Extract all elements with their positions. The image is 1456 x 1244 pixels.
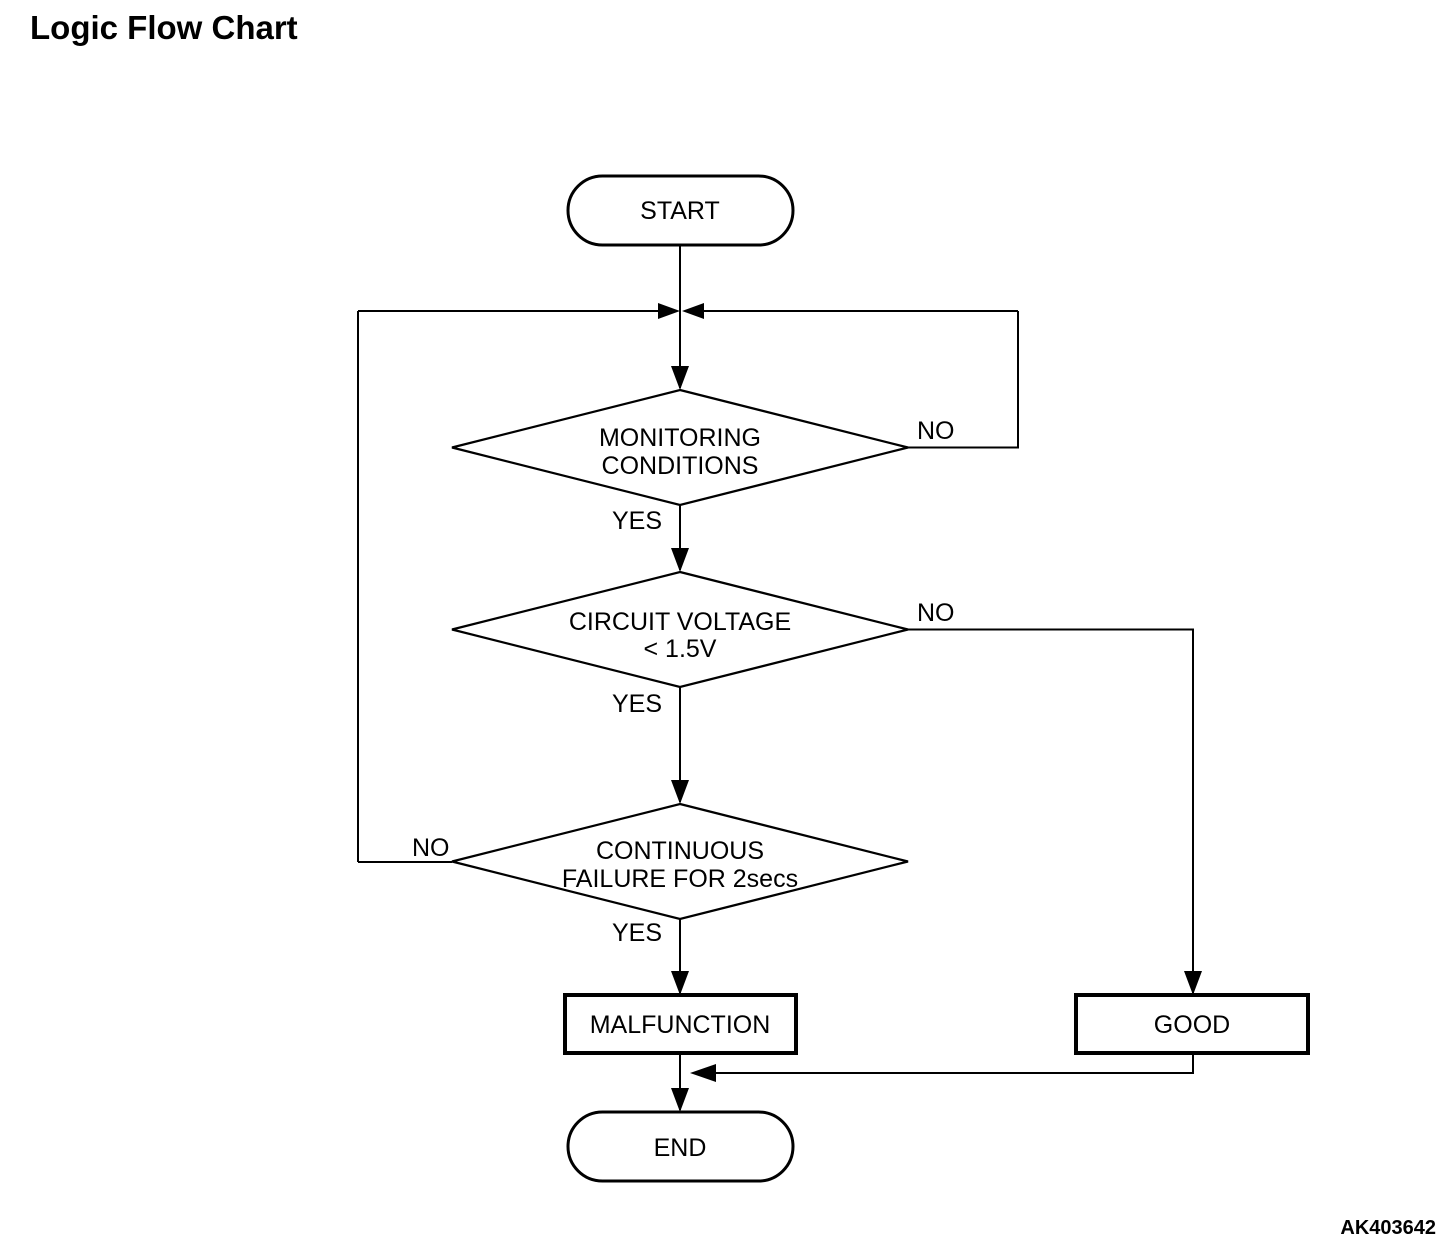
node-malfunction: MALFUNCTION <box>563 993 798 1055</box>
node-circuit-voltage: CIRCUIT VOLTAGE < 1.5V <box>451 570 909 689</box>
start-terminator-shape <box>566 174 795 247</box>
edge-monitoring-no <box>908 311 1019 449</box>
failure-label-line2: FAILURE FOR 2secs <box>562 865 798 893</box>
voltage-label-line2: < 1.5V <box>644 635 717 663</box>
monitoring-decision-diamond <box>451 388 909 507</box>
arrowhead-into-monitoring <box>671 366 689 390</box>
monitoring-label-line1: MONITORING <box>599 424 761 452</box>
voltage-label-line1: CIRCUIT VOLTAGE <box>569 608 791 636</box>
label-voltage-yes: YES <box>612 690 662 718</box>
arrowhead-junction-from-left <box>658 303 680 319</box>
node-end: END <box>566 1110 795 1183</box>
failure-label-line1: CONTINUOUS <box>596 837 764 865</box>
node-good: GOOD <box>1074 993 1310 1055</box>
arrowhead-into-malfunction <box>671 971 689 995</box>
end-terminator-shape <box>566 1110 795 1183</box>
label-monitoring-yes: YES <box>612 507 662 535</box>
malfunction-label: MALFUNCTION <box>590 1011 771 1039</box>
label-voltage-no: NO <box>917 599 955 627</box>
start-label: START <box>640 197 720 225</box>
figure-code: AK403642 <box>1340 1217 1436 1239</box>
label-failure-yes: YES <box>612 919 662 947</box>
edge-voltage-no <box>908 628 1194 993</box>
node-monitoring-conditions: MONITORING CONDITIONS <box>451 388 909 507</box>
end-label: END <box>654 1134 707 1162</box>
arrowhead-junction-from-right <box>682 303 704 319</box>
failure-decision-diamond <box>451 802 909 921</box>
arrowhead-into-voltage <box>671 548 689 572</box>
page-title: Logic Flow Chart <box>30 9 298 46</box>
label-failure-no: NO <box>412 834 450 862</box>
voltage-decision-diamond <box>451 570 909 689</box>
label-monitoring-no: NO <box>917 417 955 445</box>
connectors <box>357 245 1202 1112</box>
good-label: GOOD <box>1154 1011 1230 1039</box>
node-continuous-failure: CONTINUOUS FAILURE FOR 2secs <box>451 802 909 921</box>
malfunction-process-box <box>563 993 798 1055</box>
arrowhead-into-end <box>671 1088 689 1112</box>
edge-good-to-end <box>694 1053 1194 1074</box>
arrowhead-good-merge <box>690 1064 716 1082</box>
arrowhead-into-good <box>1184 971 1202 995</box>
monitoring-label-line2: CONDITIONS <box>602 452 759 480</box>
arrowhead-into-failure <box>671 780 689 804</box>
node-start: START <box>566 174 795 247</box>
good-process-box <box>1074 993 1310 1055</box>
